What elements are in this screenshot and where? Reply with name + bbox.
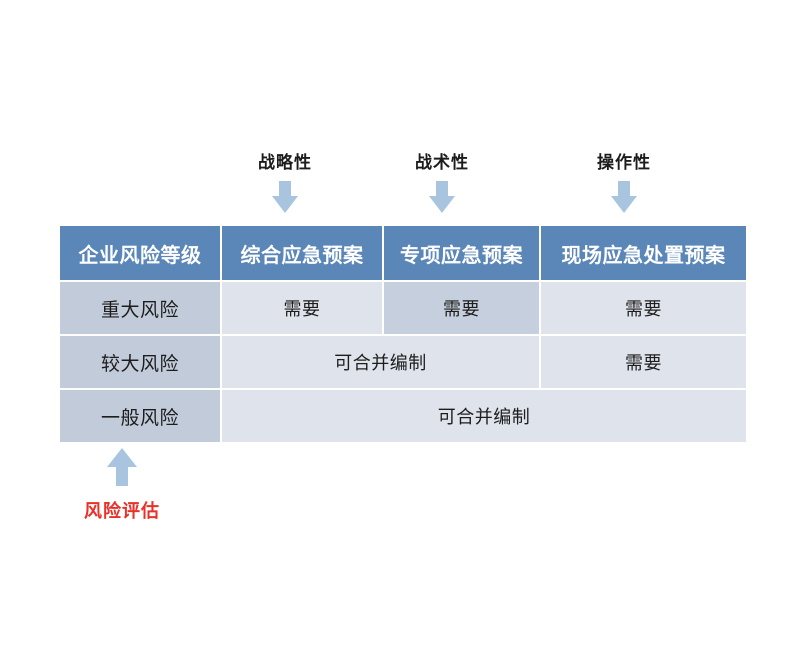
row-label-major-risk: 重大风险: [60, 282, 220, 334]
column-header-risk-level: 企业风险等级: [60, 226, 220, 280]
top-annotation-label: 战略性: [258, 153, 312, 173]
cell-major-comprehensive: 需要: [222, 282, 382, 334]
top-annotation-strategic: 战略性: [215, 152, 355, 215]
top-annotation-group: 战略性 战术性 操作性: [58, 152, 742, 220]
arrow-down-icon: [554, 181, 694, 215]
arrow-up-icon: [62, 448, 182, 488]
top-annotation-label: 操作性: [597, 153, 651, 173]
cell-major-special: 需要: [384, 282, 539, 334]
row-label-relatively-major-risk: 较大风险: [60, 336, 220, 388]
row-label-general-risk: 一般风险: [60, 390, 220, 442]
cell-relatively-major-onsite: 需要: [541, 336, 746, 388]
column-header-onsite-plan: 现场应急处置预案: [541, 226, 746, 280]
top-annotation-tactical: 战术性: [372, 152, 512, 215]
table-row: 一般风险 可合并编制: [60, 390, 746, 442]
bottom-annotation-label: 风险评估: [84, 501, 160, 522]
cell-general-merged: 可合并编制: [222, 390, 746, 442]
bottom-annotation-group: 风险评估: [62, 448, 182, 523]
cell-relatively-major-merged: 可合并编制: [222, 336, 539, 388]
table-row: 较大风险 可合并编制 需要: [60, 336, 746, 388]
arrow-down-icon: [372, 181, 512, 215]
top-annotation-label: 战术性: [415, 153, 469, 173]
table-row: 重大风险 需要 需要 需要: [60, 282, 746, 334]
risk-plan-matrix: 企业风险等级 综合应急预案 专项应急预案 现场应急处置预案 重大风险 需要 需要…: [58, 224, 748, 444]
column-header-special-plan: 专项应急预案: [384, 226, 539, 280]
top-annotation-operational: 操作性: [554, 152, 694, 215]
cell-major-onsite: 需要: [541, 282, 746, 334]
column-header-comprehensive-plan: 综合应急预案: [222, 226, 382, 280]
arrow-down-icon: [215, 181, 355, 215]
table-header-row: 企业风险等级 综合应急预案 专项应急预案 现场应急处置预案: [60, 226, 746, 280]
